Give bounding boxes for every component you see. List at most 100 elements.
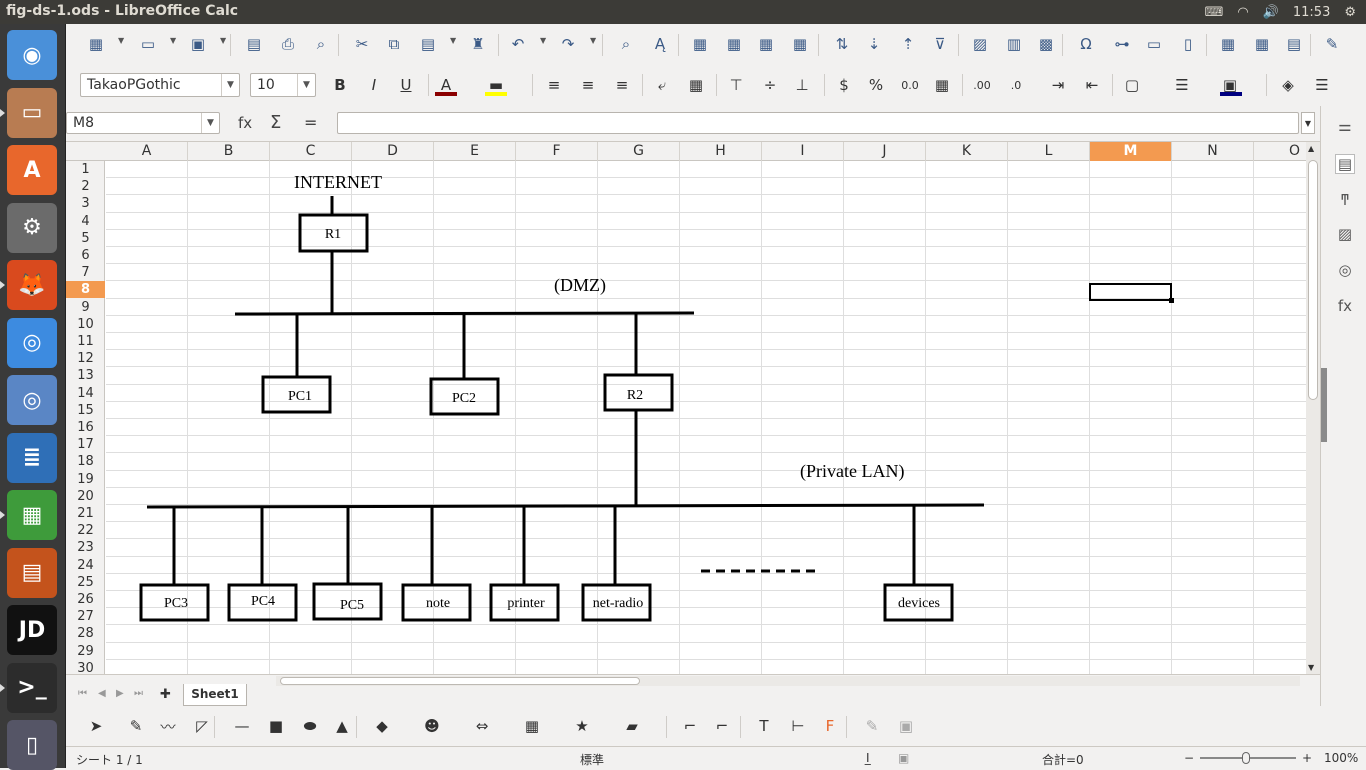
align-right-icon[interactable]: ≡ — [615, 76, 629, 94]
column-header-a[interactable]: A — [106, 142, 188, 161]
column-header-o[interactable]: O — [1254, 142, 1306, 161]
power-icon[interactable]: ⚙ — [1344, 4, 1356, 20]
date-icon[interactable]: ▦ — [934, 76, 950, 94]
font-name-combo[interactable]: TakaoPGothic ▼ — [80, 73, 240, 97]
equals-icon[interactable]: = — [304, 113, 318, 132]
row-header-11[interactable]: 11 — [77, 334, 94, 349]
clone-format-icon[interactable]: ♜ — [471, 35, 485, 53]
comment-icon[interactable]: ▭ — [1146, 35, 1162, 53]
zoom-in-icon[interactable]: + — [1302, 751, 1313, 765]
vertical-scrollbar[interactable]: ▲ ▼ — [1306, 142, 1320, 674]
expand-formula-button[interactable]: ▼ — [1301, 112, 1315, 134]
chevron-down-icon[interactable]: ▼ — [221, 74, 239, 96]
find-replace-icon[interactable]: ⌕ — [621, 35, 631, 53]
highlight-icon[interactable]: ▬ — [488, 76, 504, 94]
glue-points-icon[interactable]: ⌐ — [715, 717, 729, 735]
row-header-3[interactable]: 3 — [81, 196, 90, 212]
number-format-icon[interactable]: 0.0 — [901, 78, 919, 92]
volume-icon[interactable]: 🔊 — [1262, 4, 1279, 20]
line-icon[interactable]: — — [234, 717, 250, 735]
undo-icon[interactable]: ↶ — [511, 35, 525, 53]
column-header-h[interactable]: H — [680, 142, 762, 161]
firefox-icon[interactable]: 🦊 — [7, 260, 57, 310]
define-print-area-icon[interactable]: ▦ — [1220, 35, 1236, 53]
chevron-down-icon[interactable]: ▼ — [201, 113, 219, 133]
underline-icon[interactable]: U — [400, 76, 412, 94]
navigator-icon[interactable]: ◎ — [1338, 261, 1352, 279]
block-arrows-icon[interactable]: ⇔ — [475, 717, 489, 735]
font-size-combo[interactable]: 10 ▼ — [250, 73, 316, 97]
currency-icon[interactable]: $ — [839, 76, 849, 94]
row-icon[interactable]: ▦ — [692, 35, 708, 53]
row-header-5[interactable]: 5 — [81, 230, 90, 246]
align-left-icon[interactable]: ≡ — [547, 76, 561, 94]
impress-icon[interactable]: ▤ — [7, 547, 57, 598]
column-header-j[interactable]: J — [844, 142, 926, 161]
polygon-icon[interactable]: ◸ — [196, 717, 208, 735]
column-header-n[interactable]: N — [1172, 142, 1254, 161]
row-header-14[interactable]: 14 — [77, 385, 94, 401]
delete-row-icon[interactable]: ▦ — [758, 35, 774, 53]
triangle-icon[interactable]: ▲ — [336, 717, 348, 735]
center-vertically-icon[interactable]: ÷ — [763, 76, 777, 94]
name-box[interactable]: M8 ▼ — [66, 112, 220, 134]
add-sheet-icon[interactable]: ✚ — [160, 687, 171, 702]
borders-icon[interactable]: ▢ — [1124, 76, 1140, 94]
wifi-icon[interactable]: ◠ — [1237, 4, 1249, 20]
delete-column-icon[interactable]: ▦ — [792, 35, 808, 53]
freeform-icon[interactable]: 〰 — [160, 717, 176, 736]
row-header-13[interactable]: 13 — [77, 368, 94, 384]
fontwork-icon[interactable]: F — [825, 717, 835, 735]
first-sheet-icon[interactable]: ⏮ — [78, 688, 87, 699]
copy-icon[interactable]: ⧉ — [388, 35, 400, 53]
redo-icon[interactable]: ↷ — [561, 35, 575, 53]
italic-icon[interactable]: I — [371, 76, 377, 94]
rectangle-icon[interactable]: ■ — [268, 717, 284, 735]
row-header-12[interactable]: 12 — [77, 351, 94, 367]
align-bottom-icon[interactable]: ⊥ — [795, 76, 809, 94]
column-header-b[interactable]: B — [188, 142, 270, 161]
scrollbar-thumb[interactable] — [1308, 160, 1318, 400]
properties-icon[interactable]: ▤ — [1335, 154, 1355, 174]
row-header-7[interactable]: 7 — [81, 265, 90, 281]
column-icon[interactable]: ▦ — [726, 35, 742, 53]
column-header-k[interactable]: K — [926, 142, 1008, 161]
column-header-i[interactable]: I — [762, 142, 844, 161]
export-pdf-icon[interactable]: ▤ — [246, 35, 262, 53]
paste-icon[interactable]: ▤ — [420, 35, 436, 53]
fill-handle[interactable] — [1169, 298, 1174, 303]
scroll-up-icon[interactable]: ▲ — [1308, 144, 1315, 153]
row-header-28[interactable]: 28 — [77, 626, 94, 642]
sidebar-collapse-handle[interactable] — [1321, 368, 1327, 442]
row-header-19[interactable]: 19 — [77, 471, 94, 487]
last-sheet-icon[interactable]: ⏭ — [134, 688, 143, 699]
flowchart-icon[interactable]: ▦ — [524, 717, 540, 735]
align-top-icon[interactable]: ⊤ — [729, 76, 743, 94]
styles-icon[interactable]: ͳ — [1340, 191, 1350, 209]
chevron-down-icon[interactable]: ▼ — [170, 36, 177, 45]
new-spreadsheet-icon[interactable]: ▦ — [88, 35, 104, 53]
cut-icon[interactable]: ✂ — [355, 35, 369, 53]
next-sheet-icon[interactable]: ▶ — [116, 688, 124, 699]
functions-icon[interactable]: fx — [1337, 297, 1353, 315]
decrease-indent-icon[interactable]: ⇤ — [1085, 76, 1099, 94]
chrome-icon[interactable]: ◎ — [7, 317, 57, 368]
chevron-down-icon[interactable]: ▼ — [118, 36, 125, 45]
text-box-icon[interactable]: T — [759, 717, 769, 735]
increase-indent-icon[interactable]: ⇥ — [1051, 76, 1065, 94]
row-header-2[interactable]: 2 — [81, 179, 90, 195]
formula-input[interactable] — [337, 112, 1299, 134]
clock[interactable]: 11:53 — [1292, 4, 1331, 20]
tab-sheet1[interactable]: Sheet1 — [183, 684, 247, 706]
column-header-d[interactable]: D — [352, 142, 434, 161]
row-header-24[interactable]: 24 — [77, 557, 94, 573]
prev-sheet-icon[interactable]: ◀ — [98, 688, 106, 699]
spelling-icon[interactable]: Ą — [654, 35, 666, 53]
row-header-10[interactable]: 10 — [77, 316, 94, 332]
ubuntu-dash-icon[interactable]: ◉ — [7, 30, 57, 80]
toggle-3d-icon[interactable]: ▣ — [898, 717, 914, 735]
insert-chart-icon[interactable]: ▥ — [1006, 35, 1022, 53]
stars-icon[interactable]: ★ — [575, 717, 589, 735]
row-header-4[interactable]: 4 — [81, 213, 90, 229]
chevron-down-icon[interactable]: ▼ — [297, 74, 315, 96]
